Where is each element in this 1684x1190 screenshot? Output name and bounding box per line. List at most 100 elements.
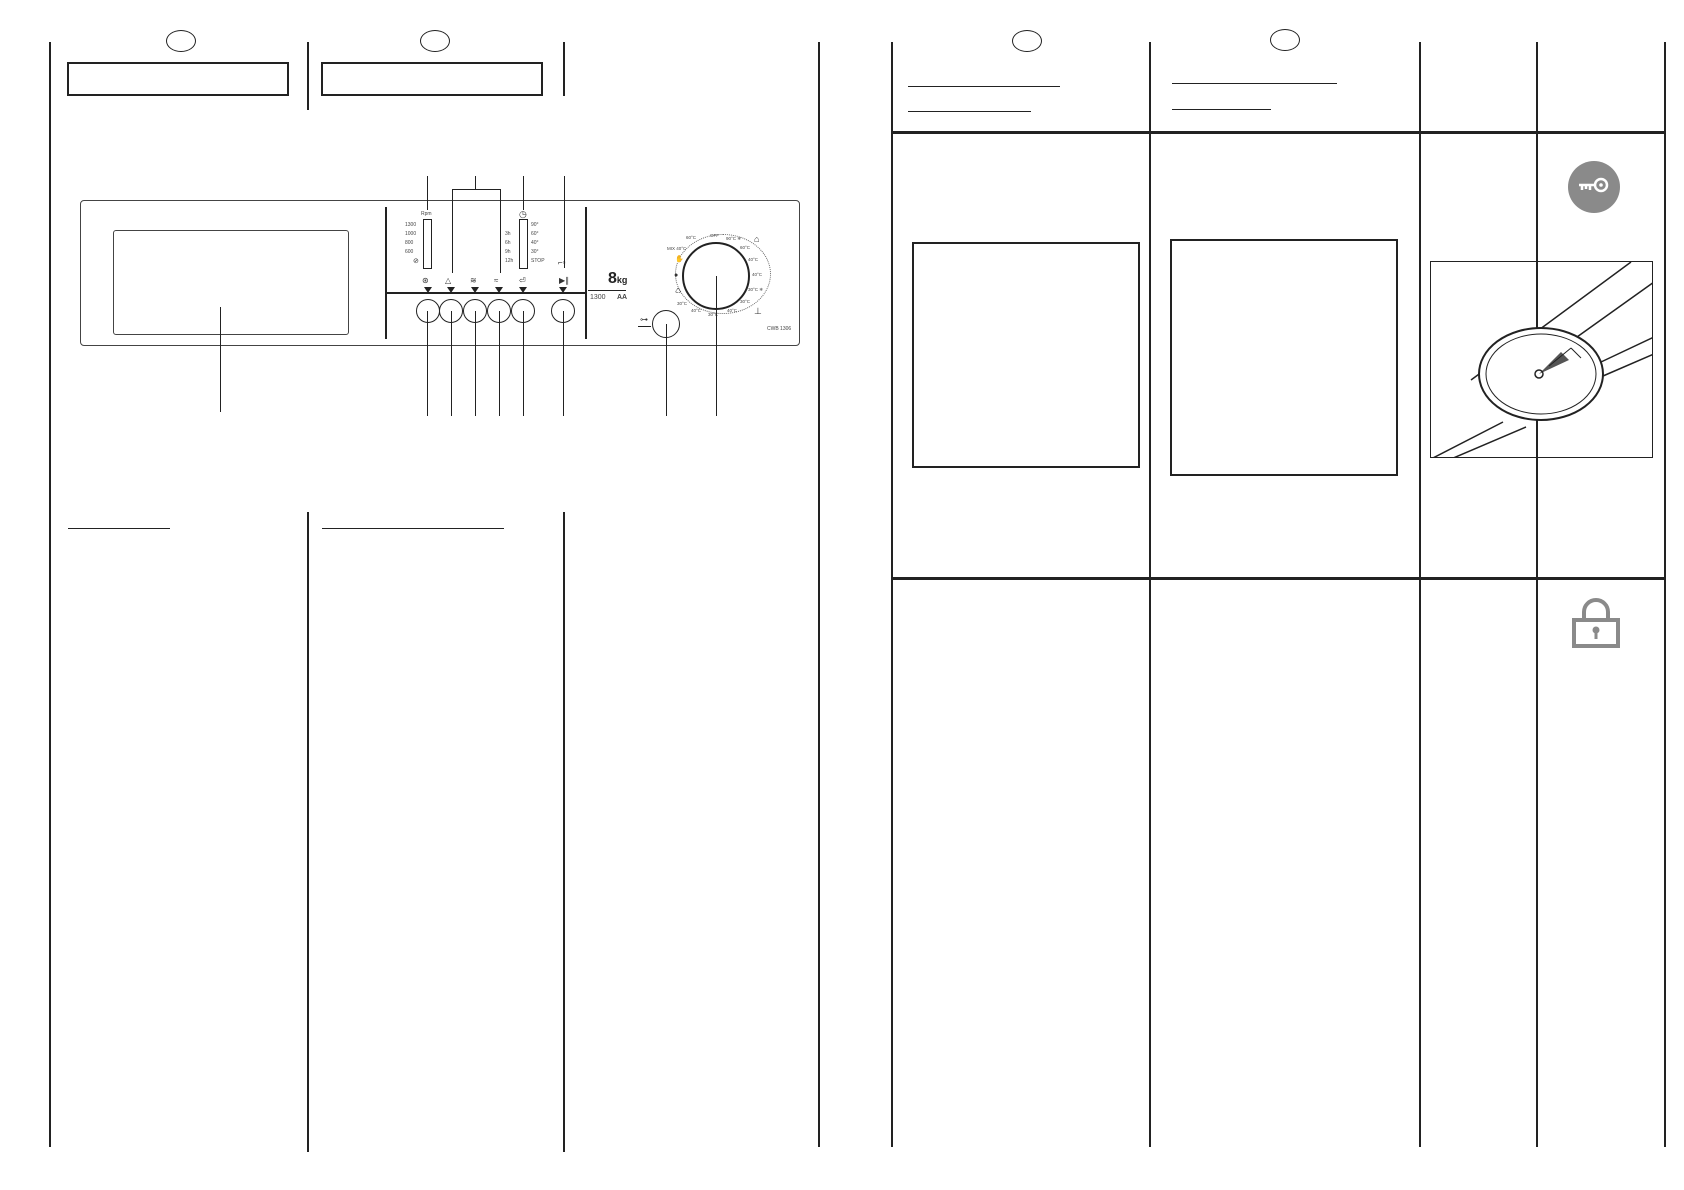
button-marker-2 (447, 287, 455, 293)
dial-label-off: OFF (710, 233, 719, 238)
capacity-badge: 8kg (608, 271, 627, 287)
callout-line-btn-2 (451, 311, 452, 416)
left-page-rule-2 (307, 42, 309, 110)
temp-1: 90° (531, 222, 539, 228)
spin-speed-button[interactable] (416, 299, 440, 323)
callout-line-btn-1 (427, 311, 428, 416)
wristwatch-illustration (1430, 261, 1653, 458)
capacity-unit: kg (616, 275, 628, 285)
spin-label: Rpm (421, 211, 432, 217)
text-frame-1 (912, 242, 1140, 468)
callout-line-top-3 (523, 176, 524, 210)
heading-underline-4 (908, 111, 1031, 112)
language-badge-1 (166, 30, 196, 52)
drain-icon: ⊥ (754, 306, 762, 316)
start-pause-button-icon: ▶∥ (559, 276, 570, 285)
model-label: CWB 1306 (767, 326, 792, 332)
right-page-rule-5 (1664, 42, 1666, 1147)
right-page-rule-3 (1419, 42, 1421, 1147)
dial-label-13: 60°C (686, 235, 697, 240)
callout-line-btn-3 (475, 311, 476, 416)
rpm-max-label: 1300 (590, 294, 606, 301)
handwash-icon: ✋ (675, 256, 684, 263)
temp-stop: STOP (531, 258, 545, 264)
display-window (113, 230, 349, 335)
dial-label-mix: MIX 40°C (667, 246, 687, 251)
delay-hour-4: 12h (505, 258, 514, 264)
callout-line-dial (716, 276, 717, 416)
button-marker-5 (519, 287, 527, 293)
easy-iron-button-icon: ≋ (470, 276, 477, 285)
callout-line-top-4 (564, 176, 565, 268)
delay-button-icon: ⏎ (519, 276, 526, 285)
dial-label-11: 30°C (677, 301, 688, 306)
dial-label-8: 40°C (727, 308, 738, 313)
left-page-rule-3 (563, 42, 565, 96)
dial-label-9: 30°C (708, 312, 719, 317)
callout-line-top-2b (500, 189, 501, 273)
temp-indicator-bar (519, 219, 528, 269)
language-badge-4 (1270, 29, 1300, 51)
clock-icon: ◷ (519, 209, 527, 219)
dial-label-2: 90°C ❄ (726, 236, 742, 241)
temp-4: 30° (531, 249, 539, 255)
panel-divider-right (585, 207, 587, 339)
key-icon (1568, 161, 1620, 213)
callout-line-btn-6 (563, 311, 564, 416)
rinse-button-icon: ≈ (494, 276, 499, 285)
callout-bracket-top (452, 189, 501, 190)
temp-2: 60° (531, 231, 539, 237)
control-panel (80, 200, 800, 346)
power-key-icon: ⊶ (640, 315, 648, 324)
spin-indicator-bar (423, 219, 432, 269)
power-icon-underline (638, 326, 651, 327)
left-page-rule-5 (563, 512, 565, 1152)
language-badge-2 (420, 30, 450, 52)
spin-speed-2: 1000 (405, 231, 417, 237)
delay-hour-2: 6h (505, 240, 511, 246)
section-title-box-2 (321, 62, 543, 96)
capacity-underline (588, 290, 626, 291)
button-marker-3 (471, 287, 479, 293)
callout-line-btn-4 (499, 311, 500, 416)
right-page-rule-1 (891, 42, 893, 1147)
eco-icon: ♺ (675, 288, 682, 295)
dial-label-6: 30°C ❄ (748, 287, 764, 292)
dial-label-5: 40°C (752, 272, 763, 277)
button-marker-6 (559, 287, 567, 293)
energy-class-label: AA (617, 294, 628, 301)
left-page-rule-4 (307, 512, 309, 1152)
door-lock-indicator-icon: ⌐▫ (558, 258, 566, 267)
callout-line-top-1 (427, 176, 428, 210)
heading-underline-2 (322, 528, 504, 529)
page-gutter-rule (818, 42, 820, 1147)
wool-icon: ⌂ (754, 234, 760, 244)
callout-line-top-2 (475, 176, 476, 190)
heading-underline-6 (1172, 109, 1271, 110)
spin-speed-1: 1300 (405, 222, 417, 228)
no-spin-icon: ⊘ (413, 258, 419, 265)
text-frame-2 (1170, 239, 1398, 476)
heading-underline-3 (908, 86, 1060, 87)
table-row-rule (891, 577, 1666, 580)
padlock-icon (1570, 598, 1622, 648)
panel-divider-left (385, 207, 387, 339)
capacity-number: 8 (608, 270, 617, 287)
program-dial-ring (675, 234, 771, 314)
mix-icon: ● (674, 272, 679, 279)
callout-line-btn-5 (523, 311, 524, 416)
delay-hour-1: 3h (505, 231, 511, 237)
table-header-rule (891, 131, 1666, 134)
right-page-rule-4 (1536, 42, 1538, 1147)
spin-speed-4: 600 (405, 249, 414, 255)
spin-button-icon: ⊛ (422, 276, 429, 285)
section-title-box-1 (67, 62, 289, 96)
dial-label-4: 40°C (748, 257, 759, 262)
spin-speed-3: 800 (405, 240, 414, 246)
button-marker-4 (495, 287, 503, 293)
dial-label-7: 30°C (740, 299, 751, 304)
heading-underline-5 (1172, 83, 1337, 84)
button-marker-1 (424, 287, 432, 293)
callout-line-top-2a (452, 189, 453, 273)
language-badge-3 (1012, 30, 1042, 52)
